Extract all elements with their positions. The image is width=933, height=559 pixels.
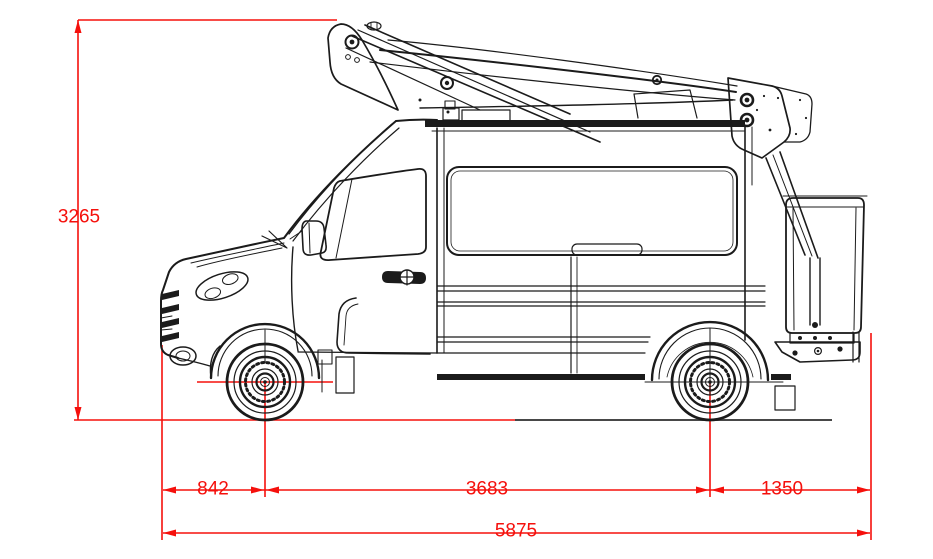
dimension-label-overall-length: 5875 xyxy=(494,520,538,542)
dimension-label-overall-height: 3265 xyxy=(57,206,101,228)
headlight xyxy=(195,271,249,301)
side-window xyxy=(446,166,738,256)
dimension-label-rear-overhang: 1350 xyxy=(760,478,804,500)
front-wheel xyxy=(225,342,305,422)
rear-step xyxy=(774,331,861,411)
body xyxy=(264,120,791,395)
dimension-label-wheelbase: 3683 xyxy=(465,478,509,500)
dimension-label-front-overhang: 842 xyxy=(197,478,229,500)
basket xyxy=(782,195,868,344)
mudflap xyxy=(774,385,796,411)
cab xyxy=(160,118,445,394)
boom xyxy=(327,21,821,328)
roof-rack-strip xyxy=(425,120,745,127)
rear-wheel xyxy=(670,342,750,422)
grille xyxy=(162,290,179,342)
vehicle xyxy=(160,21,868,422)
fog-lamp xyxy=(169,346,197,366)
